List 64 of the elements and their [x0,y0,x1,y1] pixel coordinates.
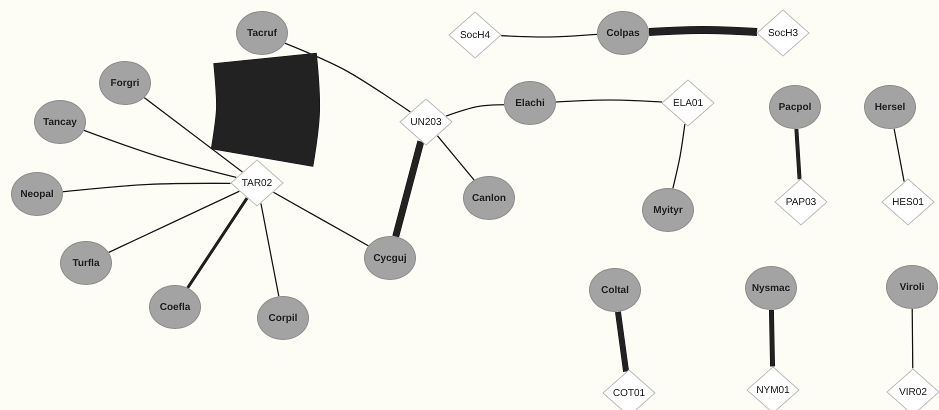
node-label: SocH4 [460,30,490,40]
species-node [745,266,797,310]
link-line [556,99,662,103]
node-label: HES01 [892,196,924,208]
species-node [11,172,63,216]
link-line [436,135,475,180]
node-label: NYM01 [756,384,790,396]
link-line [446,104,504,117]
node-label: Turfla [72,258,100,268]
species-node [642,188,694,232]
node-label: ELA01 [672,98,704,108]
node-label: Colpas [606,28,640,38]
link-line [648,26,758,36]
link-line [768,310,776,366]
species-node [597,11,649,55]
node-label: TAR02 [242,178,272,188]
link-line [260,203,280,296]
species-node [864,85,916,129]
node-label: Cycguj [373,252,407,264]
species-node [99,61,151,105]
node-label: Hersel [874,102,906,112]
species-node [504,81,556,125]
species-node [886,265,938,309]
species-node [60,241,112,285]
link-line [893,128,905,182]
node-label: Canlon [472,192,506,204]
link-line [273,192,369,246]
link-line [62,182,230,192]
node-label: Neopal [20,188,54,200]
species-node [463,176,515,220]
node-label: COT01 [612,388,646,398]
link-line [186,197,248,289]
link-line [912,309,914,368]
link-line [108,190,240,253]
node-label: UN203 [410,116,442,128]
node-label: Forgri [110,78,140,88]
species-node [589,268,641,312]
node-label: Nysmac [752,282,790,294]
link-line [284,42,411,112]
species-node [769,85,821,129]
species-node [364,236,416,280]
node-label: Corpil [268,312,298,324]
node-label: Tancay [43,116,77,128]
node-label: Coefla [160,302,190,312]
link-line [392,140,424,238]
species-node [149,285,201,329]
node-label: SocH3 [768,28,798,38]
species-node [236,11,288,55]
node-label: PAP03 [786,196,816,208]
node-label: Viroli [900,282,924,292]
node-label: VIR02 [899,386,927,398]
node-label: Tacruf [247,28,277,38]
link-line [84,130,236,178]
node-label: Myityr [653,204,683,216]
link-line [672,124,686,189]
node-label: Pacpol [778,102,812,112]
link-line [144,97,243,172]
node-label: Coltal [601,284,629,296]
link-line [615,311,630,372]
species-node [257,296,309,340]
node-label: Elachi [515,98,545,108]
link-line [501,34,598,38]
link-line [794,128,802,180]
species-node [34,100,86,144]
